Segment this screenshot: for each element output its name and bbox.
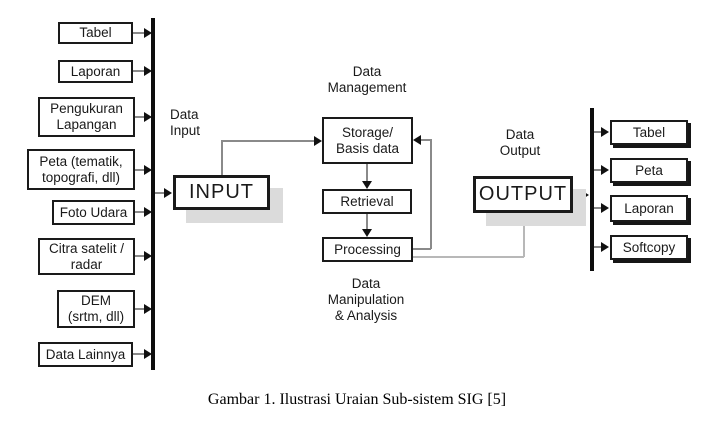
arrowhead-left-icon <box>413 135 421 145</box>
connector-line <box>413 256 524 258</box>
connector-line <box>135 255 146 257</box>
data-manipulation-label: Data Manipulation & Analysis <box>327 276 405 323</box>
arrowhead-right-icon <box>601 165 609 175</box>
connector-line <box>135 116 146 118</box>
arrowhead-right-icon <box>314 136 322 146</box>
connector-line <box>135 308 146 310</box>
data-input-label: Data Input <box>170 107 201 138</box>
data-management-label: Data Management <box>327 64 407 95</box>
arrowhead-down-icon <box>362 181 372 189</box>
connector-line <box>221 140 315 142</box>
connector-line <box>594 207 602 209</box>
output-laporan: Laporan <box>610 195 688 222</box>
arrowhead-right-icon <box>164 188 172 198</box>
source-citra-satelit: Citra satelit / radar <box>38 238 135 275</box>
processing-box: Processing <box>322 237 413 262</box>
output-softcopy: Softcopy <box>610 235 688 260</box>
arrowhead-up-icon <box>519 213 529 221</box>
source-tabel: Tabel <box>58 22 133 44</box>
data-output-label: Data Output <box>499 127 541 158</box>
source-pengukuran-lapangan: Pengukuran Lapangan <box>38 97 135 137</box>
retrieval-box: Retrieval <box>322 189 412 214</box>
connector-line <box>366 214 368 229</box>
connector-line <box>594 169 602 171</box>
output-tabel: Tabel <box>610 120 688 145</box>
source-data-lainnya: Data Lainnya <box>38 342 133 367</box>
connector-line <box>133 353 146 355</box>
connector-line <box>135 169 146 171</box>
source-foto-udara: Foto Udara <box>52 200 135 225</box>
arrowhead-right-icon <box>144 28 152 38</box>
connector-line <box>430 139 432 249</box>
figure-caption: Gambar 1. Ilustrasi Uraian Sub-sistem SI… <box>207 391 507 408</box>
input-collector-bar <box>151 18 155 370</box>
source-laporan: Laporan <box>58 60 133 83</box>
connector-line <box>413 248 431 250</box>
arrowhead-right-icon <box>601 242 609 252</box>
arrowhead-right-icon <box>144 349 152 359</box>
arrowhead-right-icon <box>144 165 152 175</box>
connector-line <box>523 221 525 257</box>
connector-line <box>135 211 146 213</box>
connector-line <box>221 141 223 175</box>
connector-line <box>133 70 146 72</box>
connector-line <box>155 192 165 194</box>
input-process-box: INPUT <box>173 175 270 210</box>
connector-line <box>366 164 368 181</box>
arrowhead-right-icon <box>601 203 609 213</box>
arrowhead-right-icon <box>144 207 152 217</box>
output-process-box: OUTPUT <box>473 176 573 213</box>
output-peta: Peta <box>610 158 688 183</box>
source-peta-tematik: Peta (tematik, topografi, dll) <box>27 149 135 190</box>
connector-line <box>133 32 146 34</box>
source-dem: DEM (srtm, dll) <box>57 290 135 328</box>
connector-line <box>594 246 602 248</box>
connector-line <box>594 131 602 133</box>
arrowhead-right-icon <box>144 304 152 314</box>
connector-line <box>573 194 582 196</box>
arrowhead-right-icon <box>144 66 152 76</box>
arrowhead-right-icon <box>144 251 152 261</box>
arrowhead-right-icon <box>601 127 609 137</box>
connector-line <box>421 139 431 141</box>
arrowhead-down-icon <box>362 229 372 237</box>
storage-basis-data-box: Storage/ Basis data <box>322 117 413 164</box>
arrowhead-right-icon <box>144 112 152 122</box>
arrowhead-right-icon <box>581 190 589 200</box>
output-distributor-bar <box>590 108 594 271</box>
